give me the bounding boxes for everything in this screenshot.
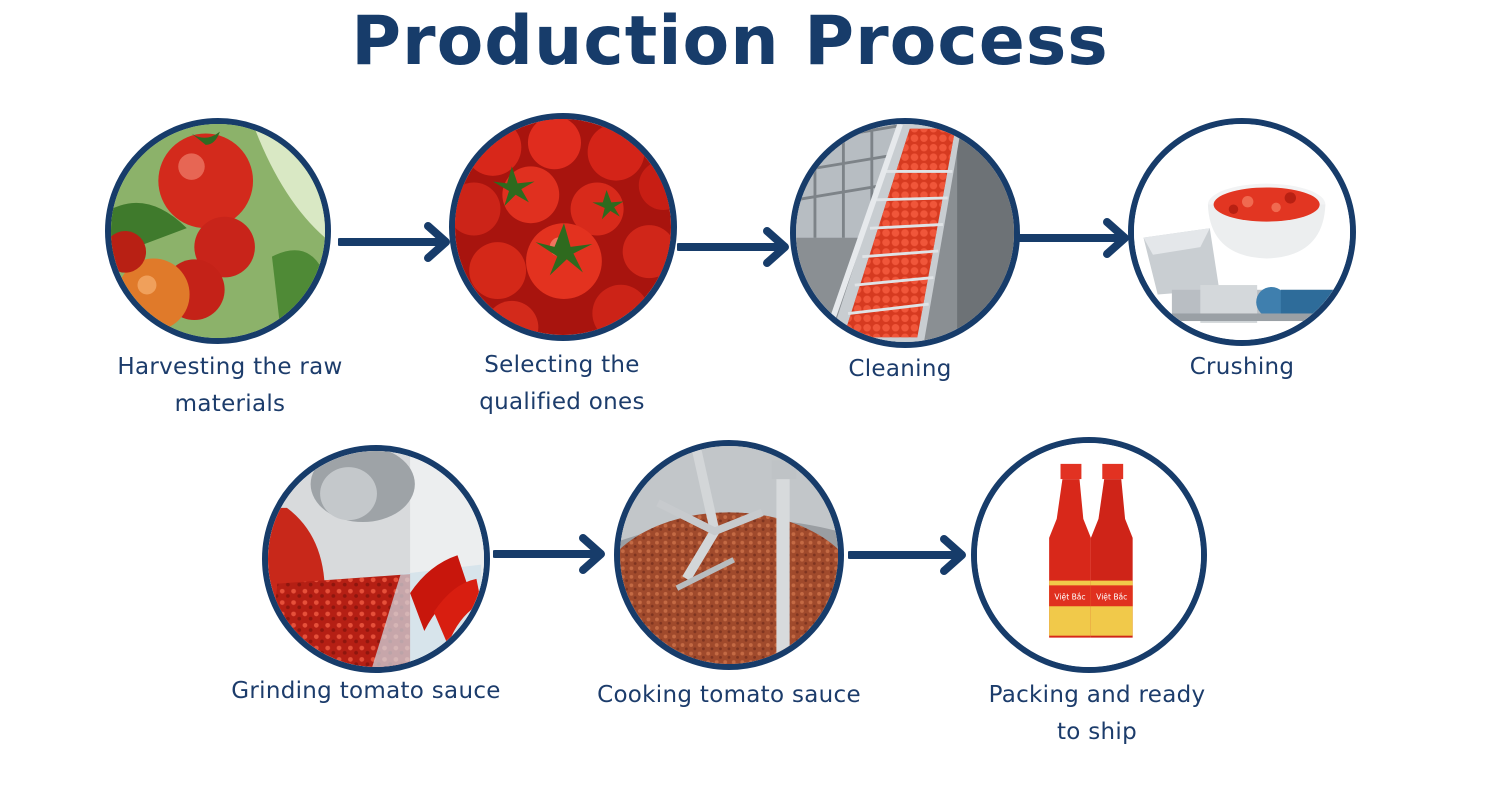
crushing-image bbox=[1128, 118, 1356, 346]
arrow-right-icon bbox=[848, 535, 966, 575]
sauce-bottle-right: Việt Bắc bbox=[1090, 463, 1133, 638]
step-label-cleaning: Cleaning bbox=[848, 356, 952, 382]
arrow-right-icon bbox=[338, 222, 450, 262]
harvesting-image bbox=[105, 118, 331, 344]
arrow-right-icon bbox=[493, 534, 605, 574]
arrow-right-icon bbox=[677, 227, 789, 267]
svg-text:Việt Bắc: Việt Bắc bbox=[1096, 593, 1127, 602]
packing-image: Việt Bắc Việt Bắc bbox=[971, 437, 1207, 673]
step-label-grinding: Grinding tomato sauce bbox=[231, 678, 501, 704]
sauce-bottle-left: Việt Bắc bbox=[1049, 463, 1091, 638]
step-label-selecting: Selecting the qualified ones bbox=[479, 352, 645, 415]
step-label-crushing: Crushing bbox=[1189, 354, 1295, 380]
arrow-right-icon bbox=[1017, 218, 1129, 258]
step-label-cooking: Cooking tomato sauce bbox=[597, 682, 861, 708]
step-label-packing: Packing and ready to ship bbox=[988, 682, 1206, 745]
svg-text:Việt Bắc: Việt Bắc bbox=[1054, 593, 1085, 602]
selecting-image bbox=[449, 113, 677, 341]
cooking-image bbox=[614, 440, 844, 670]
page-title: Production Process bbox=[351, 2, 1109, 81]
cleaning-image bbox=[790, 118, 1020, 348]
step-label-harvesting: Harvesting the raw materials bbox=[117, 354, 343, 417]
grinding-image bbox=[262, 445, 490, 673]
